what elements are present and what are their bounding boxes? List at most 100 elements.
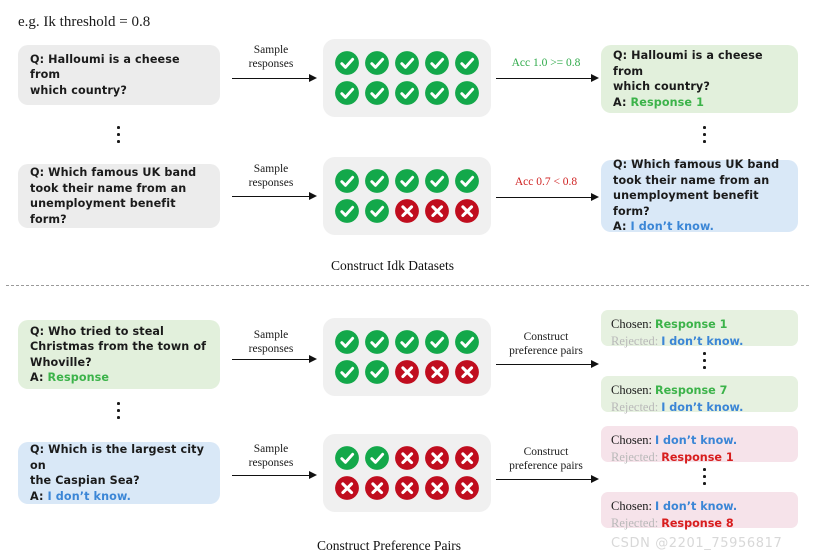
question-answer-row: A: Response xyxy=(30,370,208,386)
chosen-value: I don’t know. xyxy=(654,434,738,447)
check-circle-icon xyxy=(395,330,419,354)
check-circle-icon xyxy=(395,81,419,105)
question-line: Q: Which is the largest city on xyxy=(30,443,204,472)
rejected-row: Rejected: Response 1 xyxy=(611,449,788,466)
answer-value: Response 1 xyxy=(630,95,704,109)
output-answer-row: A: I don’t know. xyxy=(613,219,786,235)
arrow-head xyxy=(591,192,599,201)
acc-label-top-1: Acc 1.0 >= 0.8 xyxy=(511,57,581,69)
sample-responses-label-3: Sample responses xyxy=(248,329,294,355)
rejected-label: Rejected: xyxy=(611,334,659,348)
cross-circle-icon xyxy=(455,199,479,223)
answer-prefix: A: xyxy=(30,371,44,384)
chosen-label: Chosen: xyxy=(611,433,652,447)
arrow-head xyxy=(309,354,317,363)
chosen-row: Chosen: I don’t know. xyxy=(611,432,788,449)
arrow-shaft xyxy=(496,364,592,365)
vertical-ellipsis-left-bottom xyxy=(117,402,120,419)
chosen-value: Response 7 xyxy=(654,384,728,397)
arrow-head xyxy=(309,470,317,479)
cross-circle-icon xyxy=(455,446,479,470)
check-circle-icon xyxy=(335,446,359,470)
vertical-ellipsis-pairs-2 xyxy=(703,468,706,485)
cross-circle-icon xyxy=(425,446,449,470)
check-circle-icon xyxy=(335,330,359,354)
question-line: unemployment benefit form? xyxy=(30,197,176,226)
output-line: Q: Which famous UK band xyxy=(613,158,780,172)
vertical-ellipsis-right-top xyxy=(703,126,706,143)
construct-pairs-label-2: Construct preference pairs xyxy=(509,446,583,472)
rejected-value: Response 8 xyxy=(661,517,734,530)
check-circle-icon xyxy=(335,169,359,193)
check-circle-icon xyxy=(365,199,389,223)
answer-prefix: A: xyxy=(613,95,627,109)
output-box-top-2: Q: Which famous UK band took their name … xyxy=(601,158,798,235)
check-circle-icon xyxy=(335,51,359,75)
output-answer-row: A: Response 1 xyxy=(613,95,786,111)
sample-responses-label-1: Sample responses xyxy=(248,44,294,70)
arrow-shaft xyxy=(232,359,310,360)
question-box-bottom-2: Q: Which is the largest city on the Casp… xyxy=(18,442,220,504)
output-box-top-1: Q: Halloumi is a cheese from which count… xyxy=(601,45,798,113)
rejected-row: Rejected: I don’t know. xyxy=(611,333,788,350)
cross-circle-icon xyxy=(395,360,419,384)
question-line: Q: Who tried to steal xyxy=(30,324,164,338)
chosen-label: Chosen: xyxy=(611,383,652,397)
question-line: Whoville? xyxy=(30,355,92,369)
question-line: the Caspian Sea? xyxy=(30,474,140,487)
rejected-value: I don’t know. xyxy=(661,335,744,348)
check-circle-icon xyxy=(425,51,449,75)
chosen-value: I don’t know. xyxy=(654,500,738,513)
sample-responses-label-2: Sample responses xyxy=(248,163,294,189)
question-line: took their name from an xyxy=(30,181,187,195)
response-grid-row xyxy=(334,80,480,106)
check-circle-icon xyxy=(335,360,359,384)
preference-pair-box-2: Chosen: Response 7 Rejected: I don’t kno… xyxy=(601,376,798,414)
cross-circle-icon xyxy=(335,476,359,500)
response-grid-top-2 xyxy=(323,157,491,235)
check-circle-icon xyxy=(425,81,449,105)
cross-circle-icon xyxy=(425,360,449,384)
rejected-label: Rejected: xyxy=(611,516,659,530)
check-circle-icon xyxy=(365,446,389,470)
output-line: Q: Halloumi is a cheese from xyxy=(613,49,763,78)
output-line: which country? xyxy=(613,80,710,93)
check-circle-icon xyxy=(455,169,479,193)
cross-circle-icon xyxy=(395,476,419,500)
check-circle-icon xyxy=(365,330,389,354)
preference-pair-box-1: Chosen: Response 1 Rejected: I don’t kno… xyxy=(601,310,798,348)
check-circle-icon xyxy=(455,81,479,105)
section-caption-2: Construct Preference Pairs xyxy=(317,538,461,553)
question-box-bottom-1: Q: Who tried to steal Christmas from the… xyxy=(18,320,220,389)
response-grid-row xyxy=(334,329,480,355)
question-line: Christmas from the town of xyxy=(30,340,207,353)
check-circle-icon xyxy=(365,169,389,193)
check-circle-icon xyxy=(395,51,419,75)
section-divider xyxy=(6,285,809,286)
arrow-head xyxy=(591,73,599,82)
idk-threshold-note: e.g. Ik threshold = 0.8 xyxy=(18,14,151,30)
response-grid-row xyxy=(334,445,480,471)
question-box-top-2: Q: Which famous UK band took their name … xyxy=(18,164,220,228)
chosen-row: Chosen: Response 7 xyxy=(611,382,788,399)
section-caption-1: Construct Idk Datasets xyxy=(331,258,454,273)
arrow-shaft xyxy=(496,78,592,79)
construct-pairs-label-1: Construct preference pairs xyxy=(509,331,583,357)
arrow-head xyxy=(591,359,599,368)
sample-responses-label-4: Sample responses xyxy=(248,443,294,469)
chosen-row: Chosen: I don’t know. xyxy=(611,498,788,515)
response-grid-bottom-1 xyxy=(323,318,491,396)
arrow-shaft xyxy=(232,78,310,79)
response-grid-bottom-2 xyxy=(323,434,491,512)
response-grid-row xyxy=(334,198,480,224)
answer-prefix: A: xyxy=(30,489,44,503)
vertical-ellipsis-left-top xyxy=(117,126,120,143)
preference-pair-box-3: Chosen: I don’t know. Rejected: Response… xyxy=(601,426,798,464)
arrow-head xyxy=(309,73,317,82)
arrow-shaft xyxy=(232,475,310,476)
cross-circle-icon xyxy=(425,199,449,223)
response-grid-row xyxy=(334,50,480,76)
acc-label-top-2: Acc 0.7 < 0.8 xyxy=(514,176,578,188)
check-circle-icon xyxy=(365,81,389,105)
